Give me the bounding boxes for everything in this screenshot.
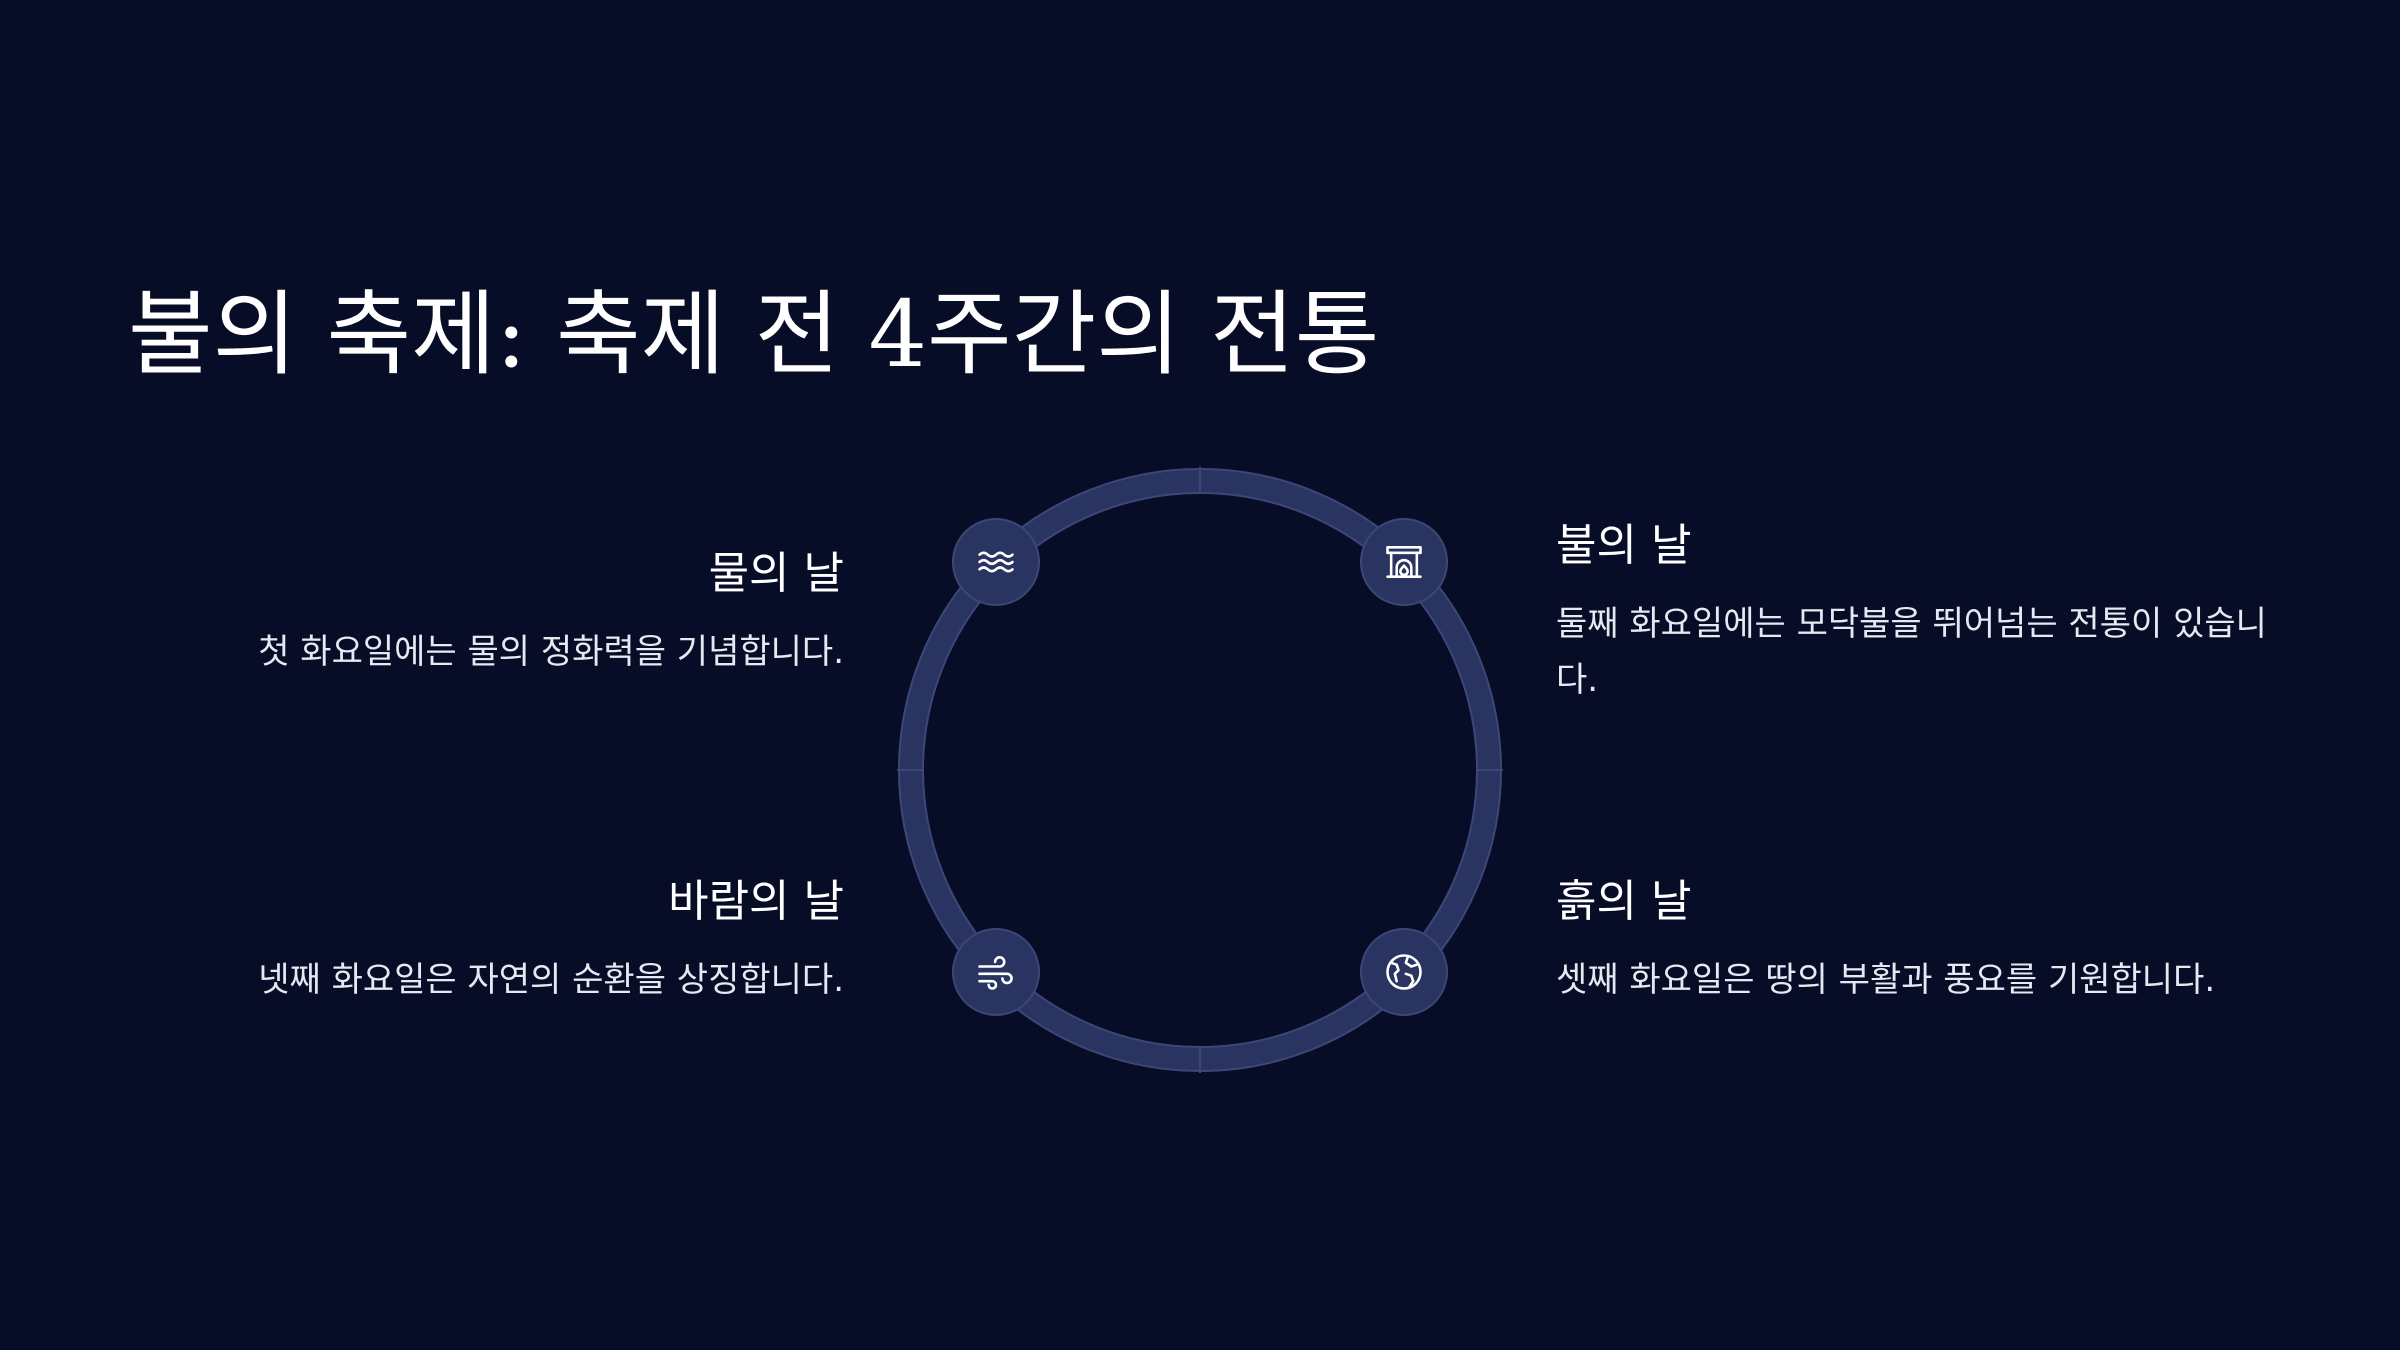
wind-day-description: 넷째 화요일은 자연의 순환을 상징합니다. [258, 960, 844, 1000]
fireplace-icon [1386, 546, 1422, 578]
globe-badge [1360, 928, 1448, 1016]
waves-badge [952, 518, 1040, 606]
fireplace-badge [1360, 518, 1448, 606]
wind-day-title: 바람의 날 [668, 876, 844, 927]
fire-day-title: 불의 날 [1556, 520, 1692, 571]
fire-day-description: 둘째 화요일에는 모닥불을 뛰어넘는 전통이 있습니다. [1556, 604, 2267, 700]
water-day-description: 첫 화요일에는 물의 정화력을 기념합니다. [258, 632, 844, 672]
earth-day-description: 셋째 화요일은 땅의 부활과 풍요를 기원합니다. [1556, 960, 2216, 1000]
slide-title: 불의 축제: 축제 전 4주간의 전통 [128, 281, 1380, 388]
water-day-title: 물의 날 [708, 548, 844, 599]
globe-icon [1386, 954, 1422, 990]
earth-day-title: 흙의 날 [1556, 876, 1692, 927]
cycle-ring [897, 467, 1503, 1073]
wind-badge [952, 928, 1040, 1016]
waves-icon [978, 551, 1014, 573]
wind-icon [978, 956, 1013, 990]
